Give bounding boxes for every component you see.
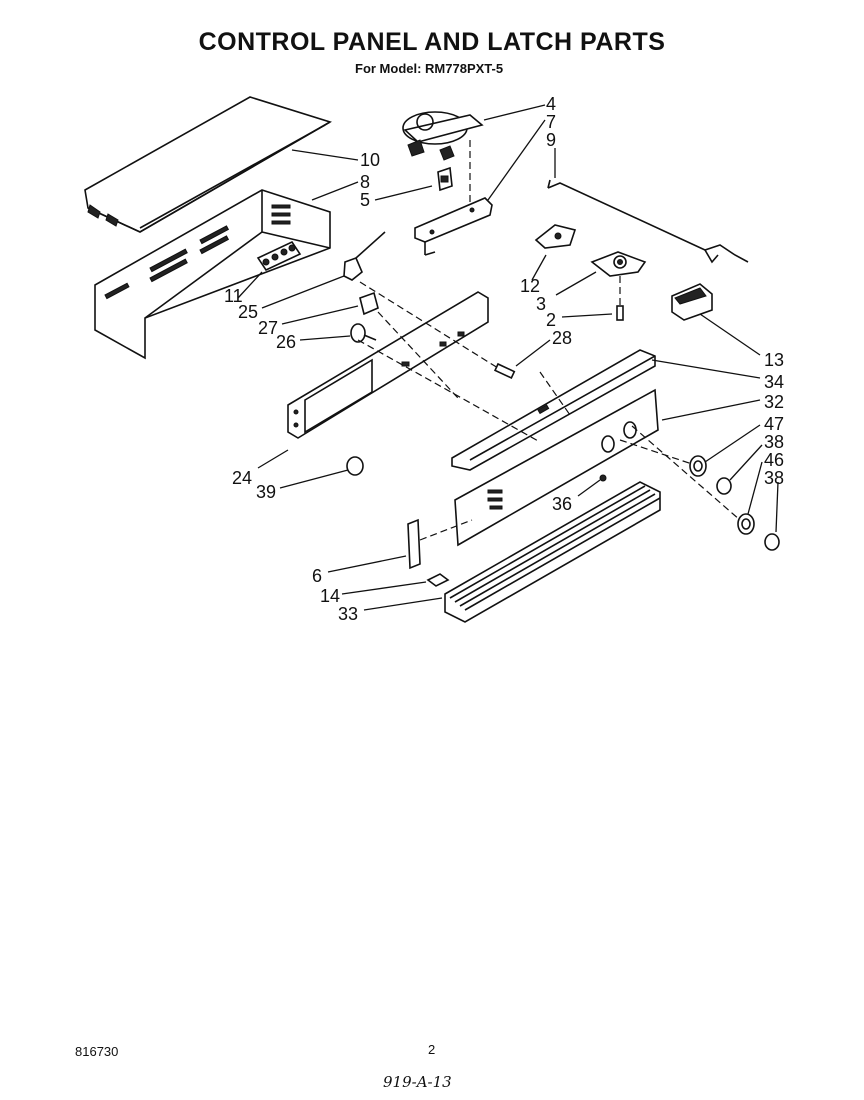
page-title: CONTROL PANEL AND LATCH PARTS (198, 28, 666, 56)
callout-5: 5 (360, 190, 370, 210)
callout-33: 33 (338, 604, 358, 624)
callout-24: 24 (232, 468, 252, 488)
part-9-latch-rod (547, 179, 749, 264)
callout-12: 12 (520, 276, 540, 296)
part-38-knob-lower (764, 533, 780, 551)
leader-lines (237, 104, 779, 611)
callout-13: 13 (764, 350, 784, 370)
part-12-latch-lever (534, 224, 577, 249)
part-32-panel-face (454, 388, 659, 547)
part-14-clip (426, 573, 450, 587)
callout-39: 39 (256, 482, 276, 502)
callout-9: 9 (546, 130, 556, 150)
part-28-pin (493, 362, 516, 380)
callout-25: 25 (238, 302, 258, 322)
callout-34: 34 (764, 372, 784, 392)
callout-47: 47 (764, 414, 784, 434)
part-27-clip (359, 291, 379, 316)
part-10-cover (84, 96, 332, 233)
part-7-bracket (414, 197, 493, 256)
callout-10: 10 (360, 150, 380, 170)
part-47-knob-skirt (689, 455, 707, 477)
part-26-knob-shaft (350, 323, 377, 343)
part-36-screw (599, 474, 607, 482)
part-11-terminal-block (256, 240, 302, 272)
callout-3: 3 (536, 294, 546, 314)
part-number: 816730 (75, 1044, 119, 1059)
callout-labels: 4 7 9 10 8 5 12 3 2 11 25 27 26 28 13 34… (224, 94, 784, 624)
callout-14: 14 (320, 586, 340, 606)
callout-2: 2 (546, 310, 556, 330)
part-5-switch (437, 166, 453, 192)
part-38-knob-upper (716, 477, 732, 495)
model-subtitle: For Model: RM778PXT-5 (355, 61, 504, 76)
callout-28: 28 (552, 328, 572, 348)
part-33-extrusion (444, 481, 661, 623)
part-4-timer-motor (402, 111, 484, 161)
callout-7: 7 (546, 112, 556, 132)
part-39-knob (346, 456, 364, 476)
handwritten-code: 919-A-13 (383, 1073, 452, 1091)
callout-36: 36 (552, 494, 572, 514)
callout-4: 4 (546, 94, 556, 114)
callout-32: 32 (764, 392, 784, 412)
callout-46: 46 (764, 450, 784, 470)
callout-38-upper: 38 (764, 432, 784, 452)
part-13-latch-handle (671, 283, 713, 321)
callout-8: 8 (360, 172, 370, 192)
callout-38-lower: 38 (764, 468, 784, 488)
page-number: 2 (428, 1042, 436, 1057)
part-2-screw (616, 305, 624, 321)
part-8-housing (94, 189, 331, 360)
part-3-latch-plate (590, 251, 647, 305)
part-25-thermostat (343, 231, 386, 281)
callout-11: 11 (224, 286, 243, 306)
assembly-lines (357, 140, 741, 541)
part-6-spacer (407, 518, 421, 570)
part-34-channel (451, 349, 656, 471)
part-46-knob-skirt (737, 513, 755, 535)
callout-26: 26 (276, 332, 296, 352)
part-24-control-frame (287, 291, 489, 439)
title-mark: ' (202, 42, 204, 53)
callout-6: 6 (312, 566, 322, 586)
callout-27: 27 (258, 318, 278, 338)
